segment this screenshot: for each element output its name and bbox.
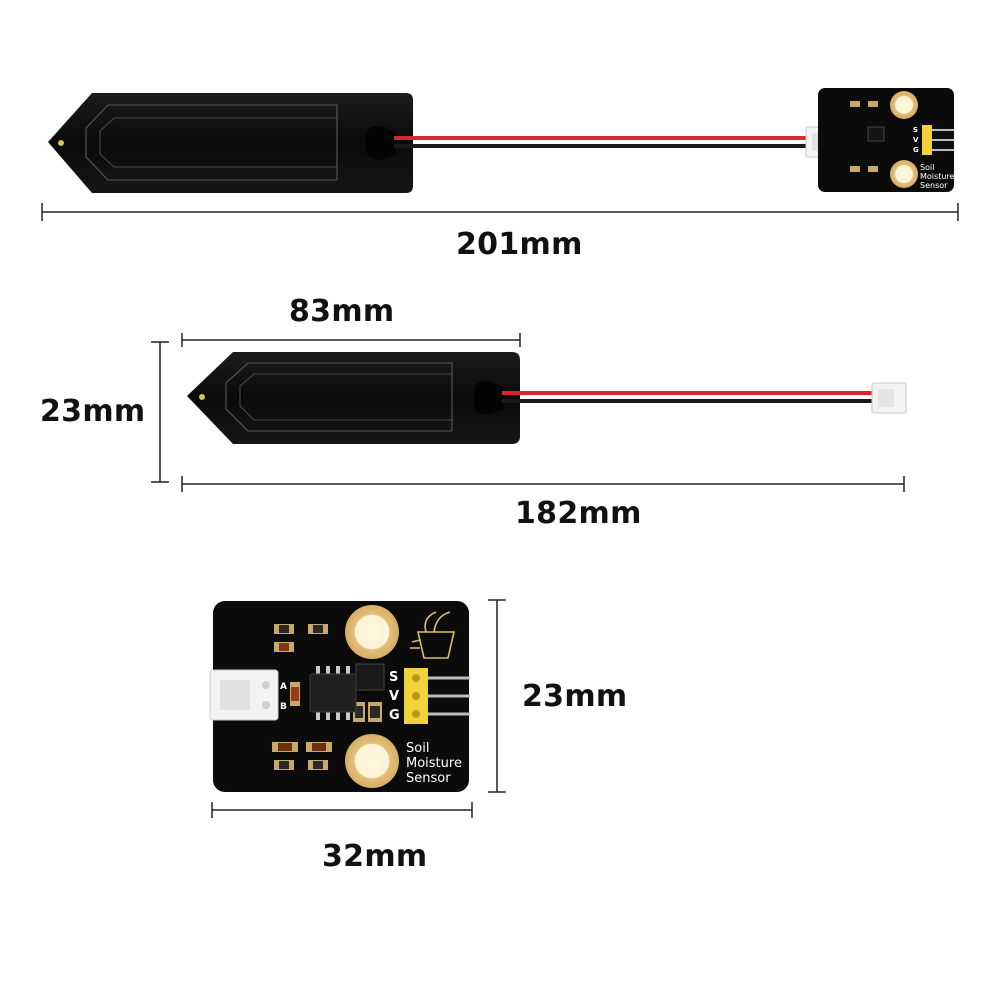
pin-g-label: G: [389, 708, 400, 723]
module-closeup: A B: [209, 599, 506, 818]
pin-g-label-small: G: [913, 146, 919, 154]
mount-hole-top-1: [890, 91, 918, 119]
pin-s-label: S: [389, 670, 398, 685]
probe-with-cable: [151, 333, 907, 492]
strain-relief-middle: [474, 380, 504, 415]
probe-trace-middle: [225, 362, 452, 432]
probe-tip-dot-top: [58, 140, 64, 146]
module-width-label: 32mm: [322, 839, 428, 874]
module-label-line2: Moisture: [406, 756, 462, 771]
probe-width-label: 23mm: [40, 394, 146, 429]
mount-hole-bottom: [345, 734, 399, 788]
probe-board-top: [48, 93, 413, 193]
module-height-label: 23mm: [522, 679, 628, 714]
plant-pot-logo: [410, 611, 456, 659]
probe-tip-dot-middle: [199, 394, 205, 400]
smd-components: [272, 624, 385, 770]
probe-length-label: 83mm: [289, 294, 395, 329]
module-label-line3: Sensor: [406, 771, 451, 786]
pin-s-label-small: S: [913, 126, 918, 134]
pad-b-label: B: [280, 702, 287, 712]
module-label-small-3: Sensor: [920, 181, 948, 190]
probe-trace-top: [85, 104, 337, 181]
module-label-small-1: Soil: [920, 163, 934, 172]
probe-width-dimension-line: [151, 341, 169, 483]
probe-board-middle: [187, 352, 520, 444]
pin-v-label: V: [389, 689, 399, 704]
probe-length-dimension-line: [181, 333, 521, 347]
module-label-line1: Soil: [406, 741, 429, 756]
module-label-small-2: Moisture: [920, 172, 955, 181]
module-height-dimension-line: [488, 599, 506, 793]
module-width-dimension-line: [211, 802, 473, 818]
cable-length-dimension-line: [181, 476, 905, 492]
mount-hole-top: [345, 605, 399, 659]
cable-length-label: 182mm: [515, 496, 642, 531]
pin-header-top: [922, 125, 932, 155]
strain-relief-top: [366, 125, 396, 160]
ic-chip: [309, 666, 357, 720]
pin-v-label-small: V: [913, 136, 919, 144]
overall-length-label: 201mm: [456, 227, 583, 262]
full-assembly: S V G Soil Moisture Sensor: [41, 88, 959, 221]
overall-length-dimension-line: [41, 203, 959, 221]
mount-hole-top-2: [890, 160, 918, 188]
pad-a-label: A: [280, 682, 287, 692]
